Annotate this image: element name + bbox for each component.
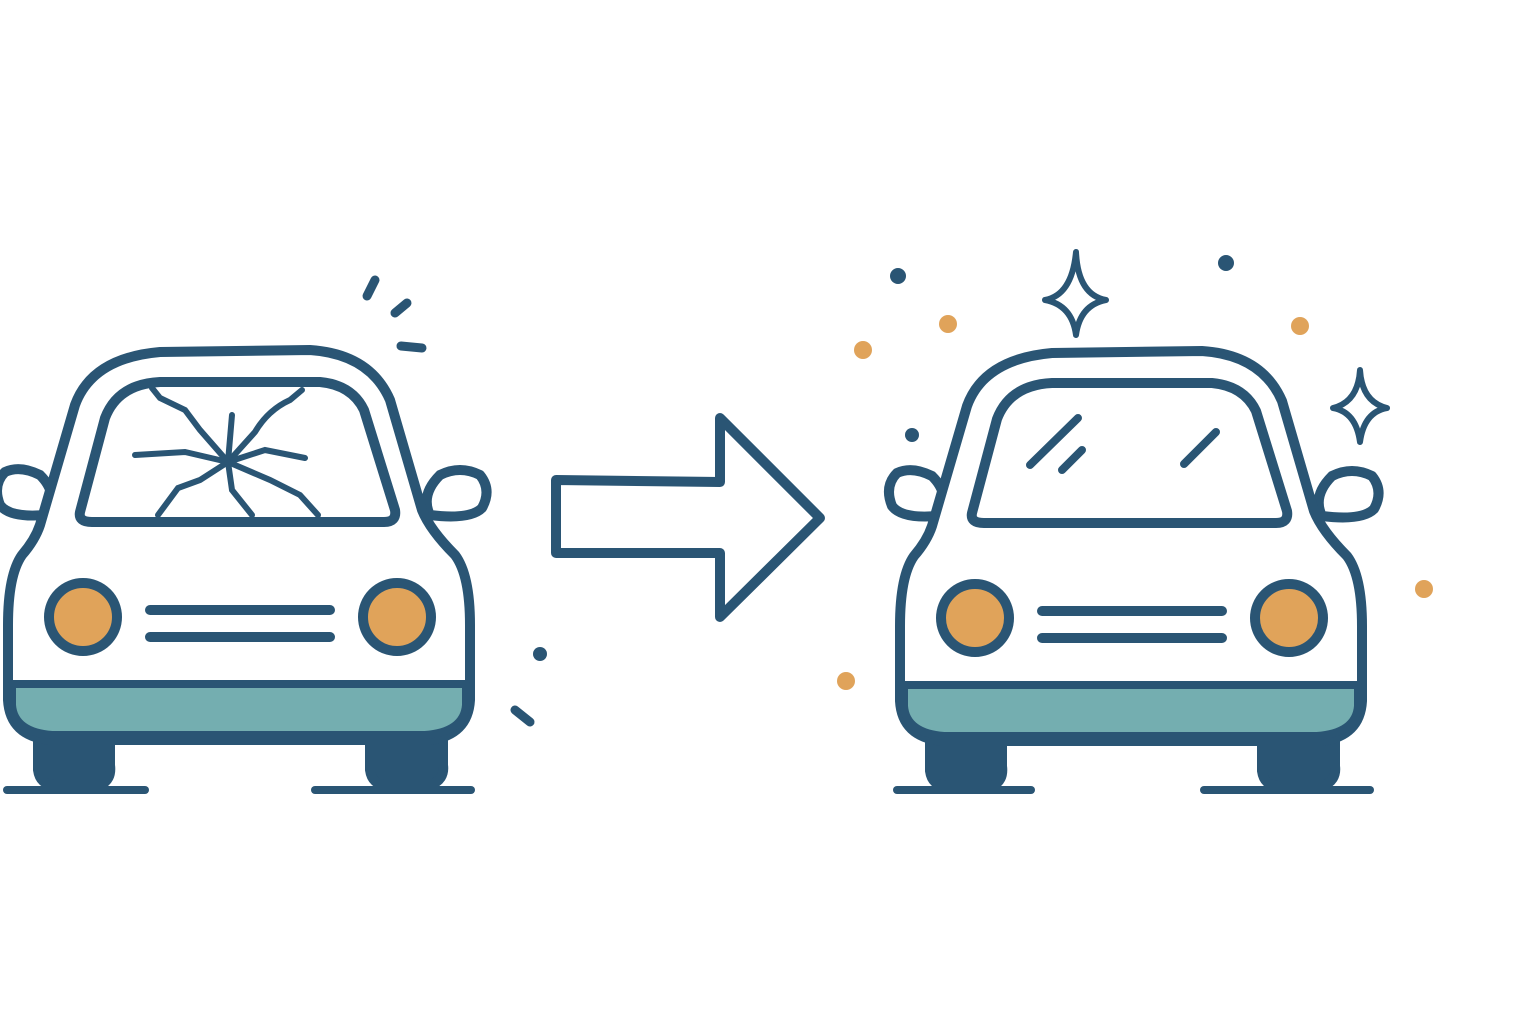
repaired-car [837, 249, 1433, 794]
sparkle-dots [837, 255, 1433, 690]
arrow-right-icon [551, 413, 825, 622]
debris-dot [533, 647, 547, 661]
damaged-car [0, 275, 547, 794]
windshield-crack-icon [132, 385, 321, 518]
glass-shine-icon [1026, 414, 1220, 474]
debris-marks [362, 275, 535, 727]
sparkle-icon [1042, 249, 1390, 445]
